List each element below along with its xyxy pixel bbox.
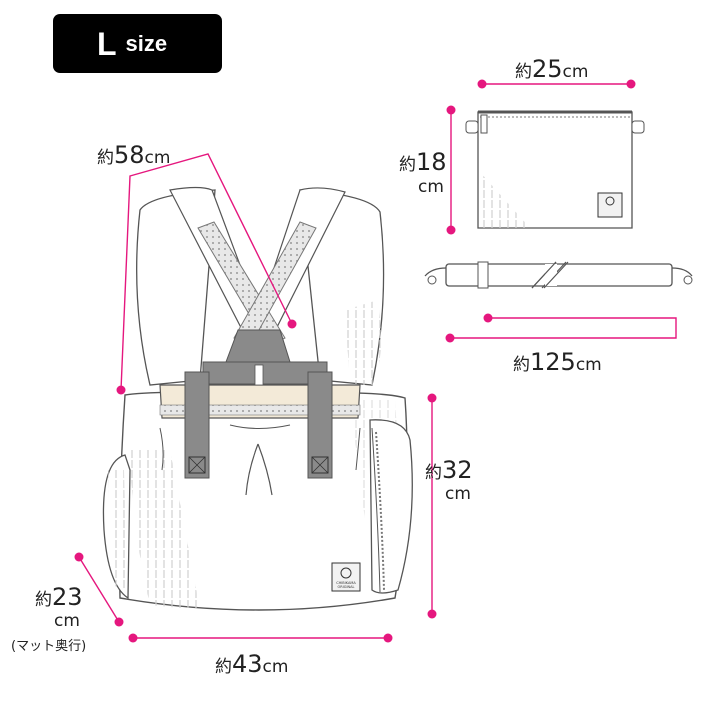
backpack-drawing: CHIBIKAMA ORIGINAL (102, 186, 413, 611)
unit-bag-height: cm (445, 484, 471, 504)
label-bag-width: 約43cm (215, 650, 289, 678)
size-word: size (125, 30, 168, 56)
unit-bag-depth: cm (54, 611, 80, 631)
label-strap-length: 約58cm (97, 141, 171, 169)
sacoche-drawing (465, 110, 645, 229)
svg-text:ORIGINAL: ORIGINAL (338, 585, 355, 589)
size-badge: L size (53, 14, 222, 73)
side-panel-right (369, 419, 413, 594)
label-bag-height: 約32 (425, 456, 473, 484)
label-sacoche-height: 約18 (399, 148, 447, 176)
shoulder-strap-drawing (424, 261, 693, 289)
note-bag-depth: (マット奥行) (11, 639, 87, 654)
dimension-lines (78, 83, 677, 639)
svg-text:CHIBIKAMA: CHIBIKAMA (336, 581, 356, 585)
size-letter: L (97, 25, 117, 62)
body-hatch (130, 450, 200, 610)
label-shoulder-strap: 約125cm (513, 348, 602, 376)
panel-right (249, 187, 346, 346)
label-sacoche-width: 約25cm (515, 55, 589, 83)
dimension-dots (74, 79, 636, 643)
label-bag-depth: 約23 (35, 583, 83, 611)
unit-sacoche-height: cm (418, 177, 444, 197)
backpack-logo (331, 562, 361, 592)
